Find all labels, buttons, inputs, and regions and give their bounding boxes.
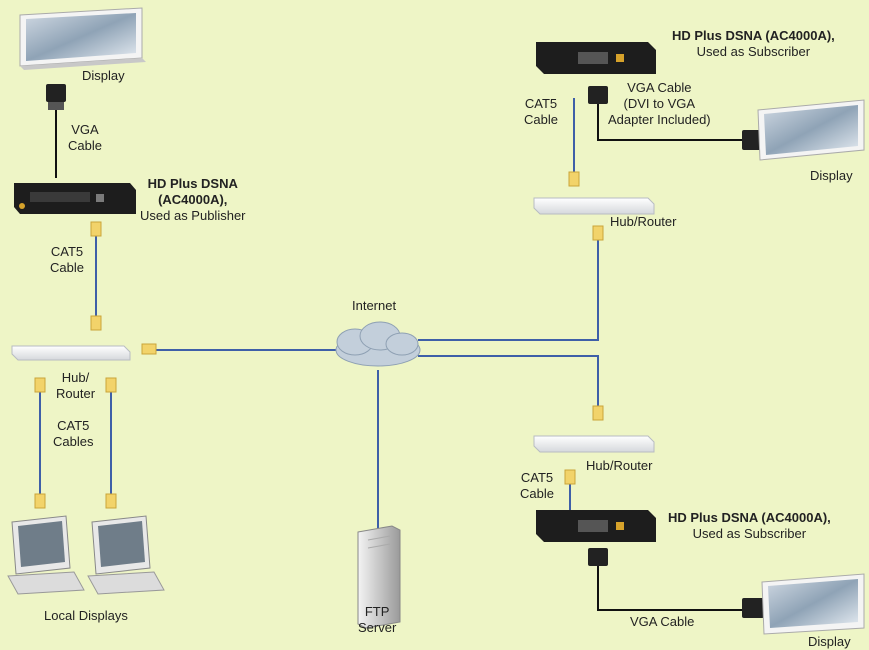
label-cat5-top-right-line-2: Cable [524,112,558,128]
label-cat5-cables-line-1: CAT5 [53,418,93,434]
label-subscriber-bottom: HD Plus DSNA (AC4000A), Used as Subscrib… [668,510,831,542]
label-vga-cable-top-right-line-1: VGA Cable [608,80,711,96]
label-cat5-bottom-right-line-2: Cable [520,486,554,502]
vga-connector-icon [588,548,608,566]
subscriber-device-icon-bottom [536,510,656,542]
label-cat5-top-right-line-1: CAT5 [524,96,558,112]
label-vga-cable-bottom-right: VGA Cable [630,614,694,630]
label-cat5-left-line-1: CAT5 [50,244,84,260]
label-vga-cable-top-right: VGA Cable (DVI to VGA Adapter Included) [608,80,711,128]
label-subscriber-top-title: HD Plus DSNA (AC4000A), [672,28,835,44]
label-cat5-bottom-right: CAT5 Cable [520,470,554,502]
label-local-displays: Local Displays [44,608,128,624]
label-hub-top-right: Hub/Router [610,214,676,230]
label-display-top-right: Display [810,168,853,184]
label-vga-cable-left-line-2: Cable [68,138,102,154]
label-cat5-bottom-right-line-1: CAT5 [520,470,554,486]
label-hub-left: Hub/ Router [56,370,95,402]
label-subscriber-bottom-role: Used as Subscriber [668,526,831,542]
display-icon-top-left [20,8,146,70]
cat5-cables [40,98,598,528]
label-display-bottom-right: Display [808,634,851,650]
internet-cloud-icon [336,322,420,366]
label-subscriber-top-role: Used as Subscriber [672,44,835,60]
local-display-icon-2 [88,516,164,594]
label-display-top-left: Display [82,68,125,84]
vga-cable-bottom-subscriber [598,560,745,610]
local-display-icon-1 [8,516,84,594]
vga-connector-icon [588,86,608,104]
label-cat5-top-right: CAT5 Cable [524,96,558,128]
hub-router-icon-top-right [534,198,654,214]
publisher-device-icon [14,183,136,214]
display-icon-top-right [758,100,864,160]
label-hub-left-line-1: Hub/ [56,370,95,386]
label-vga-cable-top-right-line-2: (DVI to VGA [608,96,711,112]
vga-connector-icon [46,84,66,110]
label-cat5-cables-line-2: Cables [53,434,93,450]
label-subscriber-top: HD Plus DSNA (AC4000A), Used as Subscrib… [672,28,835,60]
label-ftp-line-2: Server [358,620,396,636]
label-vga-cable-left: VGA Cable [68,122,102,154]
label-ftp-server: FTP Server [358,604,396,636]
hub-router-icon-bottom-right [534,436,654,452]
label-subscriber-bottom-title: HD Plus DSNA (AC4000A), [668,510,831,526]
label-hub-bottom-right: Hub/Router [586,458,652,474]
label-vga-cable-top-right-line-3: Adapter Included) [608,112,711,128]
label-publisher-title-1: HD Plus DSNA [140,176,246,192]
label-cat5-left: CAT5 Cable [50,244,84,276]
label-publisher: HD Plus DSNA (AC4000A), Used as Publishe… [140,176,246,224]
hub-router-icon-left [12,346,130,360]
label-internet: Internet [352,298,396,314]
label-cat5-left-line-2: Cable [50,260,84,276]
vga-connector-icon [742,598,764,618]
cat5-internet-to-top-hub [418,238,598,340]
label-cat5-cables: CAT5 Cables [53,418,93,450]
subscriber-device-icon-top [536,42,656,74]
label-publisher-title-2: (AC4000A), [140,192,246,208]
label-publisher-role: Used as Publisher [140,208,246,224]
cat5-internet-to-bottom-hub [418,356,598,406]
label-hub-left-line-2: Router [56,386,95,402]
label-ftp-line-1: FTP [358,604,396,620]
display-icon-bottom-right [762,574,864,634]
label-vga-cable-left-line-1: VGA [68,122,102,138]
